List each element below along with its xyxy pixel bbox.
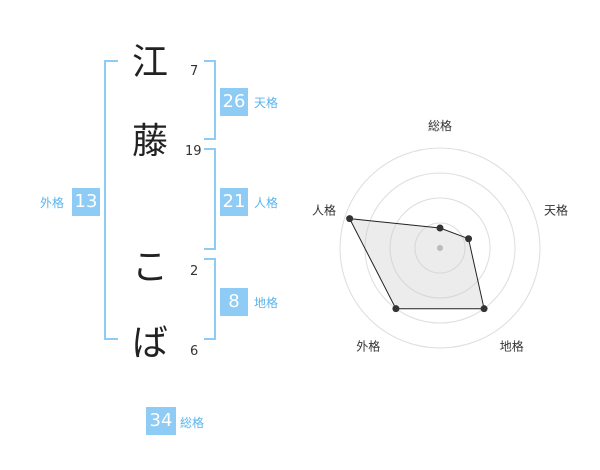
- radar-ring: [389, 197, 491, 299]
- radar-point: [392, 305, 400, 313]
- stroke-count-2: 19: [185, 144, 202, 159]
- gaikaku-label: 外格: [40, 196, 65, 210]
- radar-axis-label: 天格: [544, 202, 568, 217]
- radar-point: [346, 215, 354, 223]
- tenkaku-label: 天格: [254, 96, 279, 110]
- radar-points: [346, 215, 488, 313]
- radar-area: [348, 218, 485, 310]
- tenkaku-bracket: [204, 60, 216, 140]
- radar-point: [465, 235, 473, 243]
- radar-ring: [414, 222, 466, 274]
- gaikaku-bracket: [104, 60, 118, 340]
- name-char-1: 江: [131, 42, 168, 83]
- radar-axis-label: 総格: [428, 118, 452, 133]
- soukaku-value: 34: [146, 407, 176, 435]
- name-char-4: ば: [131, 323, 168, 364]
- stroke-count-4: 6: [190, 344, 199, 359]
- chikaku-value: 8: [220, 288, 248, 316]
- jinkaku-bracket: [204, 148, 216, 250]
- stroke-count-3: 2: [190, 264, 199, 279]
- radar-point: [480, 305, 488, 313]
- stroke-count-1: 7: [190, 64, 199, 79]
- radar-center-dot: [437, 245, 443, 251]
- radar-axis-label: 地格: [500, 339, 524, 354]
- chikaku-label: 地格: [254, 296, 279, 310]
- jinkaku-value: 21: [220, 188, 248, 216]
- jinkaku-label: 人格: [254, 196, 279, 210]
- radar-ring: [339, 147, 541, 349]
- name-char-3: こ: [131, 247, 168, 288]
- chikaku-bracket: [204, 258, 216, 340]
- name-char-2: 藤: [131, 121, 168, 162]
- gaikaku-value: 13: [72, 188, 100, 216]
- radar-axis-label: 外格: [356, 339, 380, 354]
- soukaku-label: 総格: [180, 416, 205, 430]
- tenkaku-value: 26: [220, 88, 248, 116]
- radar-axis-label: 人格: [312, 202, 336, 217]
- radar-point: [436, 224, 444, 232]
